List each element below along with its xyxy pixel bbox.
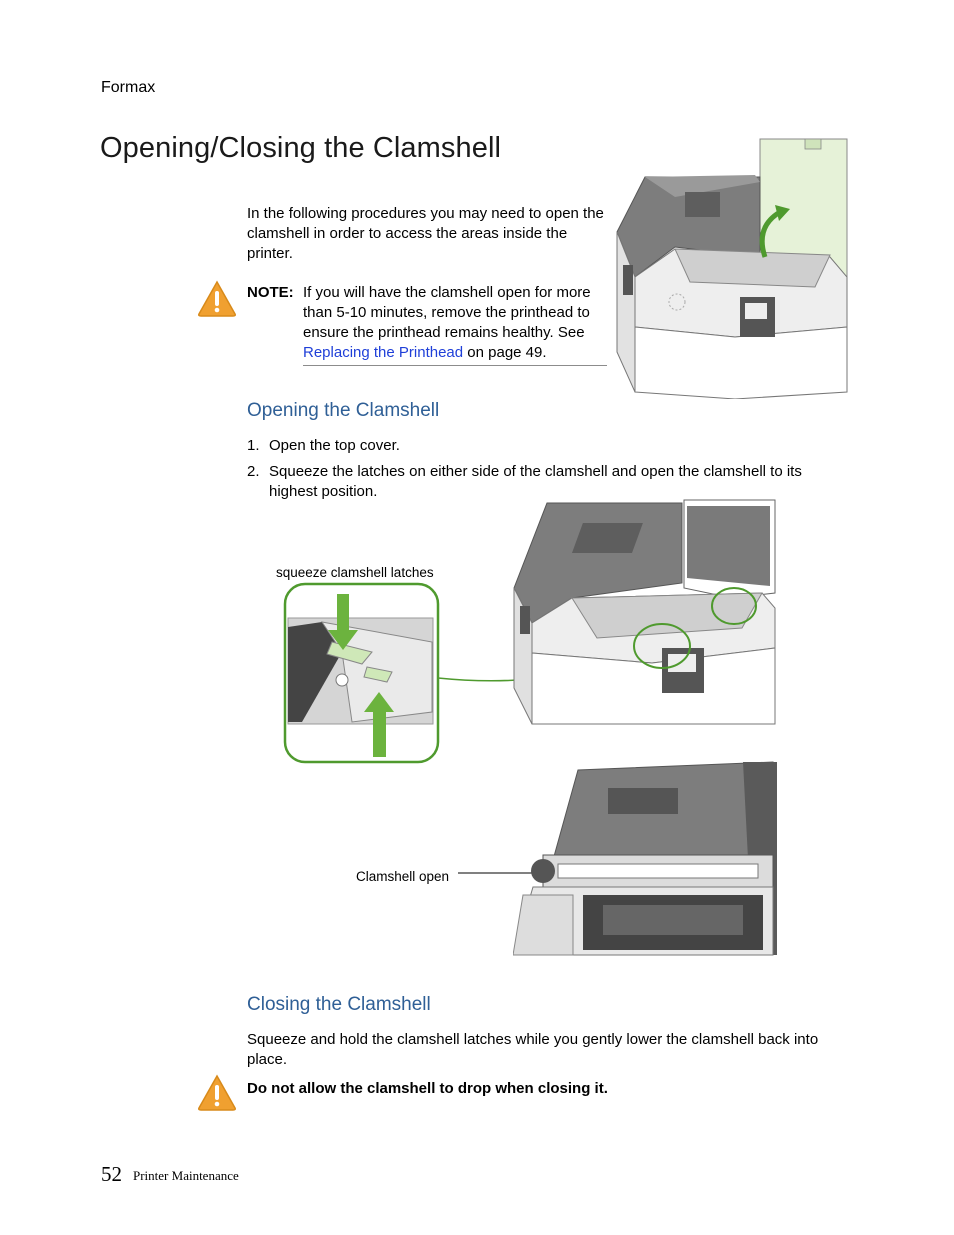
warning-icon bbox=[198, 280, 236, 317]
printer-clamshell-open-illustration bbox=[513, 761, 777, 956]
note-label: NOTE: bbox=[247, 284, 294, 301]
closing-paragraph: Squeeze and hold the clamshell latches w… bbox=[247, 1031, 819, 1068]
step-item: 2. Squeeze the latches on either side of … bbox=[247, 462, 847, 502]
clamshell-open-caption: Clamshell open bbox=[356, 869, 450, 884]
note-text-before: If you will have the clamshell open for … bbox=[303, 284, 591, 341]
footer-section: Printer Maintenance bbox=[133, 1168, 239, 1183]
step-text: Open the top cover. bbox=[269, 437, 400, 454]
warning-icon bbox=[198, 1074, 236, 1111]
header-brand: Formax bbox=[101, 79, 156, 96]
printer-cover-open-illustration bbox=[616, 138, 848, 399]
step-item: 1. Open the top cover. bbox=[247, 436, 847, 456]
page-title: Opening/Closing the Clamshell bbox=[100, 132, 502, 164]
closing-heading: Closing the Clamshell bbox=[247, 994, 431, 1015]
printer-latches-illustration bbox=[513, 499, 776, 725]
latches-caption: squeeze clamshell latches bbox=[276, 565, 434, 580]
latch-detail-callout bbox=[283, 582, 440, 764]
replacing-printhead-link[interactable]: Replacing the Printhead bbox=[303, 344, 464, 361]
note-text: If you will have the clamshell open for … bbox=[303, 283, 607, 366]
step-text: Squeeze the latches on either side of th… bbox=[269, 463, 802, 500]
opening-heading: Opening the Clamshell bbox=[247, 400, 440, 421]
step-number: 1. bbox=[247, 437, 260, 454]
intro-paragraph: In the following procedures you may need… bbox=[247, 205, 604, 262]
closing-warning: Do not allow the clamshell to drop when … bbox=[247, 1080, 608, 1097]
note-text-after: on page 49. bbox=[463, 344, 547, 361]
step-number: 2. bbox=[247, 463, 260, 480]
page-number: 52 bbox=[101, 1162, 122, 1186]
clamshell-caption-pointer bbox=[458, 872, 536, 874]
opening-steps-list: 1. Open the top cover. 2. Squeeze the latc… bbox=[247, 436, 847, 508]
